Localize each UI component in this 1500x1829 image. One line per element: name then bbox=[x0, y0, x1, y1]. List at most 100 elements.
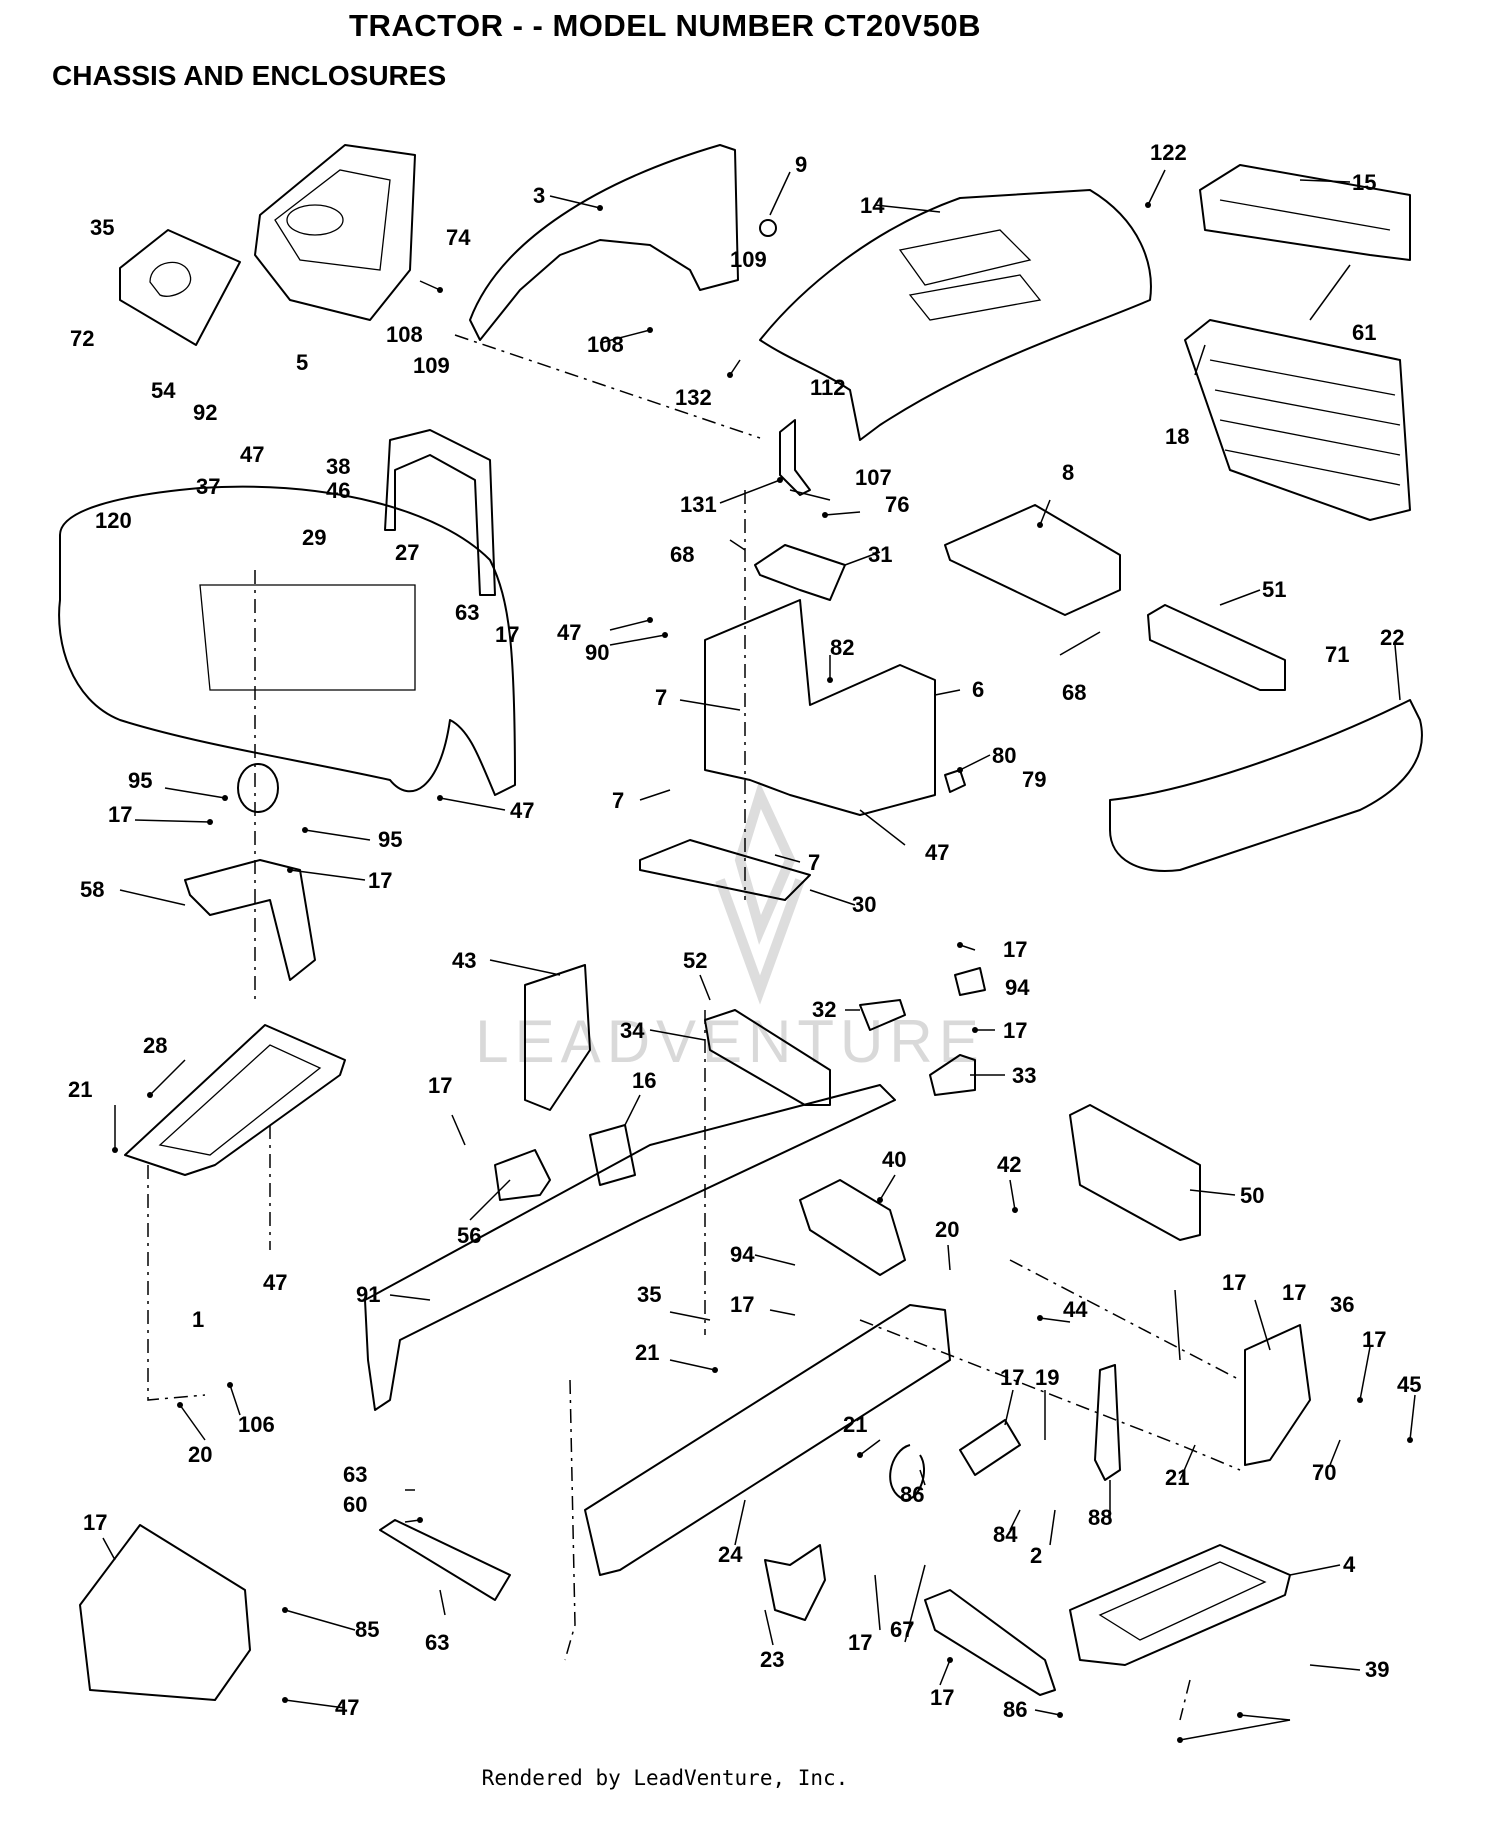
part-8-plate bbox=[944, 504, 1121, 616]
callout-label: 109 bbox=[413, 353, 450, 378]
callout-label: 5 bbox=[296, 350, 308, 375]
callout-label: 17 bbox=[368, 868, 392, 893]
callout-label: 109 bbox=[730, 247, 767, 272]
callout-label: 92 bbox=[193, 400, 217, 425]
part-29-bracket bbox=[384, 429, 496, 596]
callout-label: 17 bbox=[1222, 1270, 1246, 1295]
callout-label: 35 bbox=[90, 215, 114, 240]
callout-label: 32 bbox=[812, 997, 836, 1022]
part-50-bracket bbox=[1069, 1104, 1201, 1241]
part-92-cutout bbox=[149, 261, 192, 297]
callout-label: 47 bbox=[240, 442, 264, 467]
callout-label: 17 bbox=[108, 802, 132, 827]
watermark-logo bbox=[715, 781, 805, 1005]
callout-label: 56 bbox=[457, 1223, 481, 1248]
part-67-pedal bbox=[764, 1544, 826, 1621]
part-24-mat bbox=[1098, 1561, 1267, 1641]
callout-label: 2 bbox=[1030, 1543, 1042, 1568]
footer-credit: Rendered by LeadVenture, Inc. bbox=[481, 1766, 849, 1790]
part-56-bracket bbox=[494, 1149, 551, 1201]
callout-label: 1 bbox=[192, 1307, 204, 1332]
callout-label: 71 bbox=[1325, 642, 1349, 667]
part-45-bracket bbox=[959, 1419, 1021, 1476]
part-5-panel bbox=[274, 169, 391, 271]
callout-label: 7 bbox=[612, 788, 624, 813]
callout-label: 68 bbox=[1062, 680, 1086, 705]
callout-label: 17 bbox=[930, 1685, 954, 1710]
part-5-socket bbox=[286, 204, 344, 236]
part-18-slats bbox=[1209, 359, 1401, 486]
fastener-marks bbox=[112, 202, 1413, 1743]
callout-label: 108 bbox=[386, 322, 423, 347]
callout-label: 19 bbox=[1035, 1365, 1059, 1390]
callout-label: 67 bbox=[890, 1617, 914, 1642]
callout-label: 29 bbox=[302, 525, 326, 550]
callout-label: 38 bbox=[326, 454, 350, 479]
callout-label: 63 bbox=[343, 1462, 367, 1487]
part-9-knob bbox=[759, 219, 777, 237]
callout-label: 120 bbox=[95, 508, 132, 533]
callout-label: 42 bbox=[997, 1152, 1021, 1177]
callout-label: 108 bbox=[587, 332, 624, 357]
callout-label: 8 bbox=[1062, 460, 1074, 485]
part-28-footrest bbox=[124, 1024, 346, 1176]
callout-label: 47 bbox=[925, 840, 949, 865]
watermark-text: LEADVENTURE bbox=[475, 1008, 984, 1075]
alignment-line bbox=[564, 1379, 576, 1661]
callout-label: 30 bbox=[852, 892, 876, 917]
alignment-line bbox=[147, 1165, 206, 1401]
callout-label: 46 bbox=[326, 478, 350, 503]
callout-label: 33 bbox=[1012, 1063, 1036, 1088]
callout-label: 7 bbox=[655, 685, 667, 710]
callout-label: 132 bbox=[675, 385, 712, 410]
part-34-plate bbox=[704, 1009, 831, 1106]
part-15-edge bbox=[1219, 199, 1391, 231]
callout-label: 21 bbox=[635, 1340, 659, 1365]
callout-label: 7 bbox=[808, 850, 820, 875]
callout-label: 72 bbox=[70, 326, 94, 351]
callout-label: 63 bbox=[455, 600, 479, 625]
callout-label: 17 bbox=[495, 622, 519, 647]
callout-label: 9 bbox=[795, 152, 807, 177]
callout-label: 50 bbox=[1240, 1183, 1264, 1208]
callout-label: 3 bbox=[533, 183, 545, 208]
callout-label: 17 bbox=[1003, 937, 1027, 962]
part-91-frame bbox=[364, 1084, 896, 1411]
leader-lines bbox=[102, 169, 1416, 1741]
callout-label: 54 bbox=[151, 378, 176, 403]
callout-label: 106 bbox=[238, 1412, 275, 1437]
callout-label: 15 bbox=[1352, 170, 1376, 195]
callout-label: 31 bbox=[868, 542, 892, 567]
callout-label: 34 bbox=[620, 1018, 645, 1043]
part-40-bracket bbox=[799, 1179, 906, 1276]
callout-label: 20 bbox=[935, 1217, 959, 1242]
diagram-title: TRACTOR - - MODEL NUMBER CT20V50B bbox=[349, 8, 981, 43]
callout-label: 28 bbox=[143, 1033, 167, 1058]
part-31-bracket bbox=[754, 544, 846, 601]
part-39-bracket bbox=[924, 1589, 1056, 1696]
callout-label: 21 bbox=[1165, 1465, 1189, 1490]
part-2-plate bbox=[79, 1524, 251, 1701]
callout-label: 27 bbox=[395, 540, 419, 565]
part-15-cap bbox=[1199, 164, 1411, 261]
callout-label: 52 bbox=[683, 948, 707, 973]
callout-label: 95 bbox=[128, 768, 152, 793]
callout-label: 47 bbox=[263, 1270, 287, 1295]
part-6-panel bbox=[704, 599, 936, 816]
callout-label: 37 bbox=[196, 474, 220, 499]
callout-label: 24 bbox=[718, 1542, 743, 1567]
callout-label: 35 bbox=[637, 1282, 661, 1307]
callout-label: 17 bbox=[1000, 1365, 1024, 1390]
callout-label: 23 bbox=[760, 1647, 784, 1672]
callout-label: 94 bbox=[730, 1242, 755, 1267]
callout-label: 84 bbox=[993, 1522, 1018, 1547]
callout-labels: 9 3 14 122 15 35 74 72 5 108 109 108 109… bbox=[68, 140, 1421, 1722]
part-58-bracket bbox=[184, 859, 316, 981]
callout-label: 86 bbox=[1003, 1697, 1027, 1722]
callout-label: 61 bbox=[1352, 320, 1376, 345]
callout-label: 94 bbox=[1005, 975, 1030, 1000]
callout-label: 70 bbox=[1312, 1460, 1336, 1485]
callout-label: 47 bbox=[335, 1695, 359, 1720]
callout-label: 16 bbox=[632, 1068, 656, 1093]
